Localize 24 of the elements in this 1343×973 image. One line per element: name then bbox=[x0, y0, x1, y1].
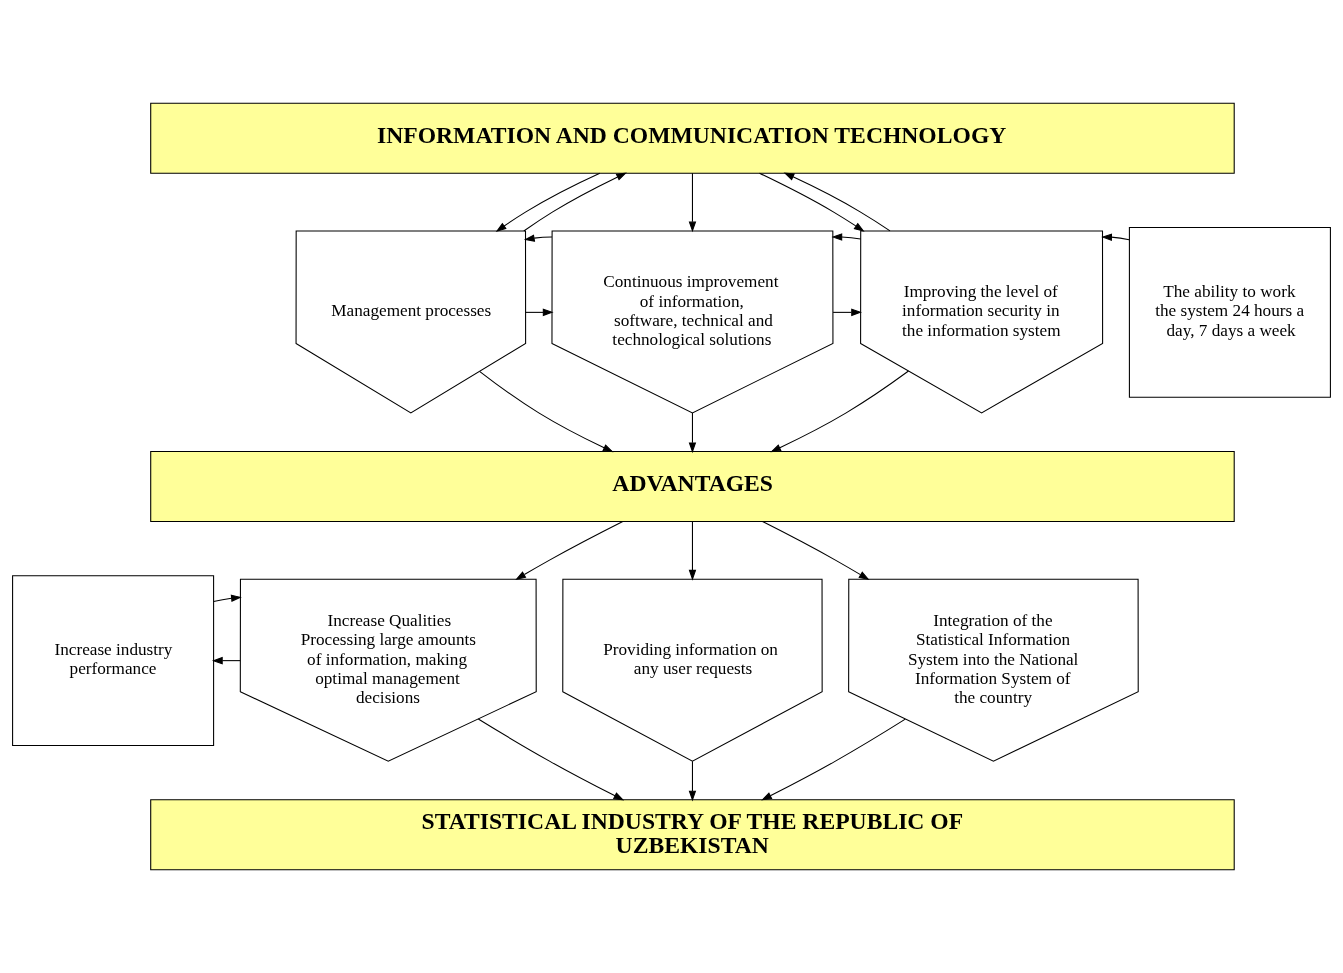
arrow bbox=[1101, 233, 1130, 241]
arrow bbox=[762, 521, 870, 581]
arrow bbox=[832, 308, 862, 317]
node-box: INFORMATION AND COMMUNICATION TECHNOLOGY bbox=[150, 102, 1235, 174]
node-box: The ability to work the system 24 hours a day, 7 days a week bbox=[1128, 226, 1331, 398]
arrow bbox=[213, 594, 242, 603]
arrow bbox=[523, 172, 627, 232]
arrow bbox=[761, 718, 906, 801]
arrow bbox=[770, 370, 910, 453]
arrow bbox=[515, 520, 624, 580]
arrow bbox=[479, 371, 614, 453]
arrow bbox=[758, 172, 865, 232]
arrow bbox=[688, 521, 697, 581]
arrow bbox=[688, 760, 697, 802]
arrow bbox=[495, 172, 601, 232]
node-box: Increase industry performance bbox=[12, 575, 215, 747]
arrow bbox=[831, 233, 862, 241]
arrow bbox=[477, 718, 625, 801]
node-box: STATISTICAL INDUSTRY OF THE REPUBLIC OF UZBEKISTAN bbox=[150, 799, 1235, 871]
arrow bbox=[688, 172, 697, 233]
arrow bbox=[688, 412, 697, 454]
node-box: ADVANTAGES bbox=[150, 451, 1235, 522]
arrow bbox=[783, 172, 891, 232]
arrow bbox=[523, 234, 553, 242]
